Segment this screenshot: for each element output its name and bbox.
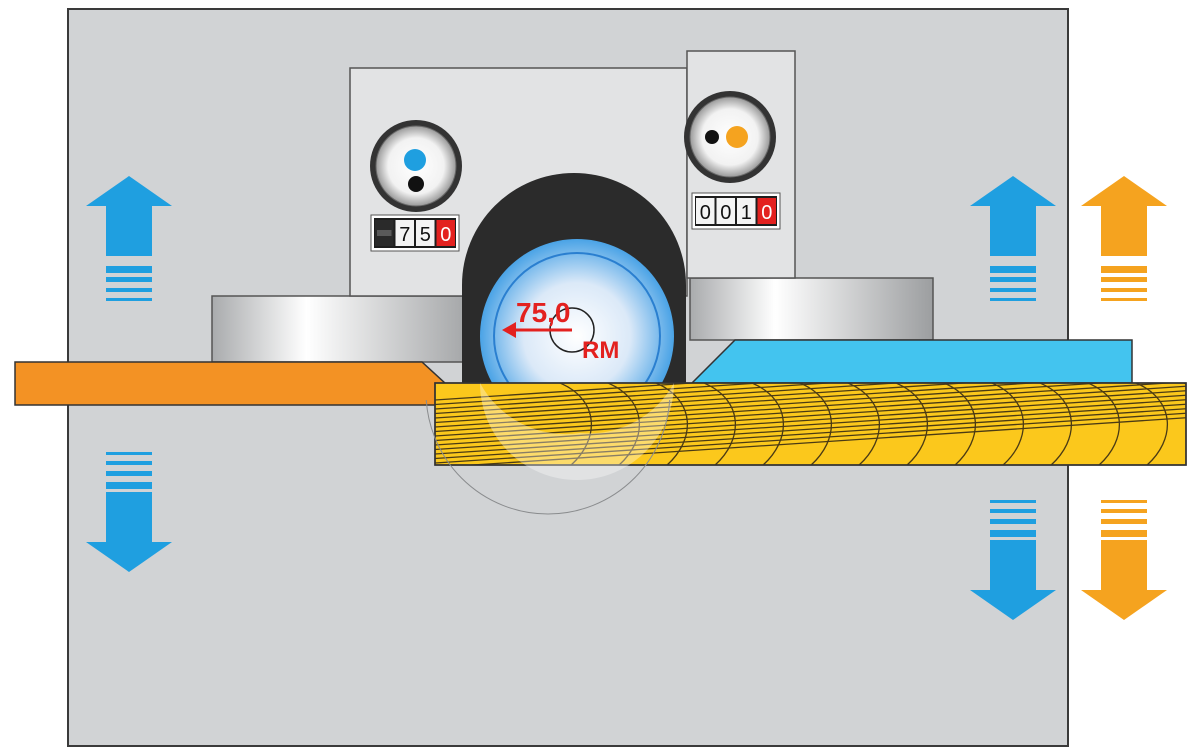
- right-counter-digit: 0: [761, 202, 772, 224]
- radius-unit: RM: [582, 337, 619, 364]
- right-counter-digit-cell: [737, 198, 756, 224]
- wood-ring-line: [847, 383, 880, 465]
- right-support-block: [689, 277, 934, 341]
- wood-grain-line: [435, 403, 1186, 455]
- wood-grain-line: [435, 383, 970, 419]
- right-counter-digit: 0: [720, 202, 731, 224]
- right-orange-up-arrow: [1081, 176, 1167, 301]
- wood-ring-line: [1039, 383, 1072, 465]
- left-dial-black-dot: [408, 176, 424, 192]
- left-counter-digit-cell: [395, 220, 414, 246]
- wood-grain-line: [435, 385, 1186, 437]
- left-counter-digit: 5: [420, 224, 431, 246]
- cutter-path-trace: [425, 400, 671, 515]
- wood-grain-line: [435, 383, 1177, 433]
- wood-grain-line: [435, 390, 1186, 442]
- right-counter-digit: 0: [700, 202, 711, 224]
- wood-ring-line: [1135, 383, 1168, 465]
- wood-grain-line: [435, 383, 1039, 424]
- wood-grain-line: [435, 383, 836, 410]
- wood-ring-line: [655, 383, 688, 465]
- outfeed-table: [690, 339, 1133, 384]
- wood-ring-line: [607, 383, 640, 465]
- right-dial[interactable]: [684, 91, 776, 183]
- wood-ring-line: [991, 383, 1024, 465]
- left-counter-blank-digit: [377, 230, 392, 236]
- wood-ring-line: [751, 383, 784, 465]
- left-counter-digit-cell: [436, 220, 455, 246]
- wood-ring-line: [1087, 383, 1120, 465]
- left-blue-up-arrow: [86, 176, 172, 301]
- right-orange-down-arrow: [1081, 500, 1167, 620]
- wood-ring-line: [703, 383, 736, 465]
- wood-grain-line: [435, 383, 703, 401]
- wood-grain-line: [435, 383, 1108, 428]
- wood-ring-line: [943, 383, 976, 465]
- wood-grain-line: [435, 383, 769, 406]
- wood-grain-line: [435, 399, 1186, 451]
- right-counter-digit-cell: [757, 198, 776, 224]
- infeed-table: [14, 361, 447, 406]
- wood-grain-line: [435, 408, 1186, 460]
- right-blue-up-arrow: [970, 176, 1056, 301]
- wood-grain-line: [435, 412, 1186, 464]
- left-dial[interactable]: [370, 120, 462, 212]
- left-counter-digit-cell: [416, 220, 435, 246]
- wood-workpiece: [434, 382, 1187, 466]
- right-dial-black-dot: [705, 130, 719, 144]
- right-counter-digit-cell: [696, 198, 715, 224]
- left-counter-digit: 0: [440, 224, 451, 246]
- radius-arrow-head: [502, 322, 516, 338]
- wood-ring-line: [895, 383, 928, 465]
- right-blue-down-arrow: [970, 500, 1056, 620]
- right-dial-colored-dot: [726, 126, 748, 148]
- left-dial-colored-dot: [404, 149, 426, 171]
- wood-ring-line: [799, 383, 832, 465]
- left-blue-down-arrow: [86, 452, 172, 572]
- wood-grain-line: [435, 394, 1186, 446]
- right-counter-digit: 1: [741, 202, 752, 224]
- radius-value: 75,0: [516, 297, 571, 328]
- wood-ring-line: [559, 383, 592, 465]
- cutter-cut-highlight: [480, 383, 674, 480]
- wood-grain-line: [435, 383, 903, 415]
- left-support-block: [211, 295, 483, 363]
- left-counter-digit: 7: [399, 224, 410, 246]
- right-counter-digit-cell: [716, 198, 735, 224]
